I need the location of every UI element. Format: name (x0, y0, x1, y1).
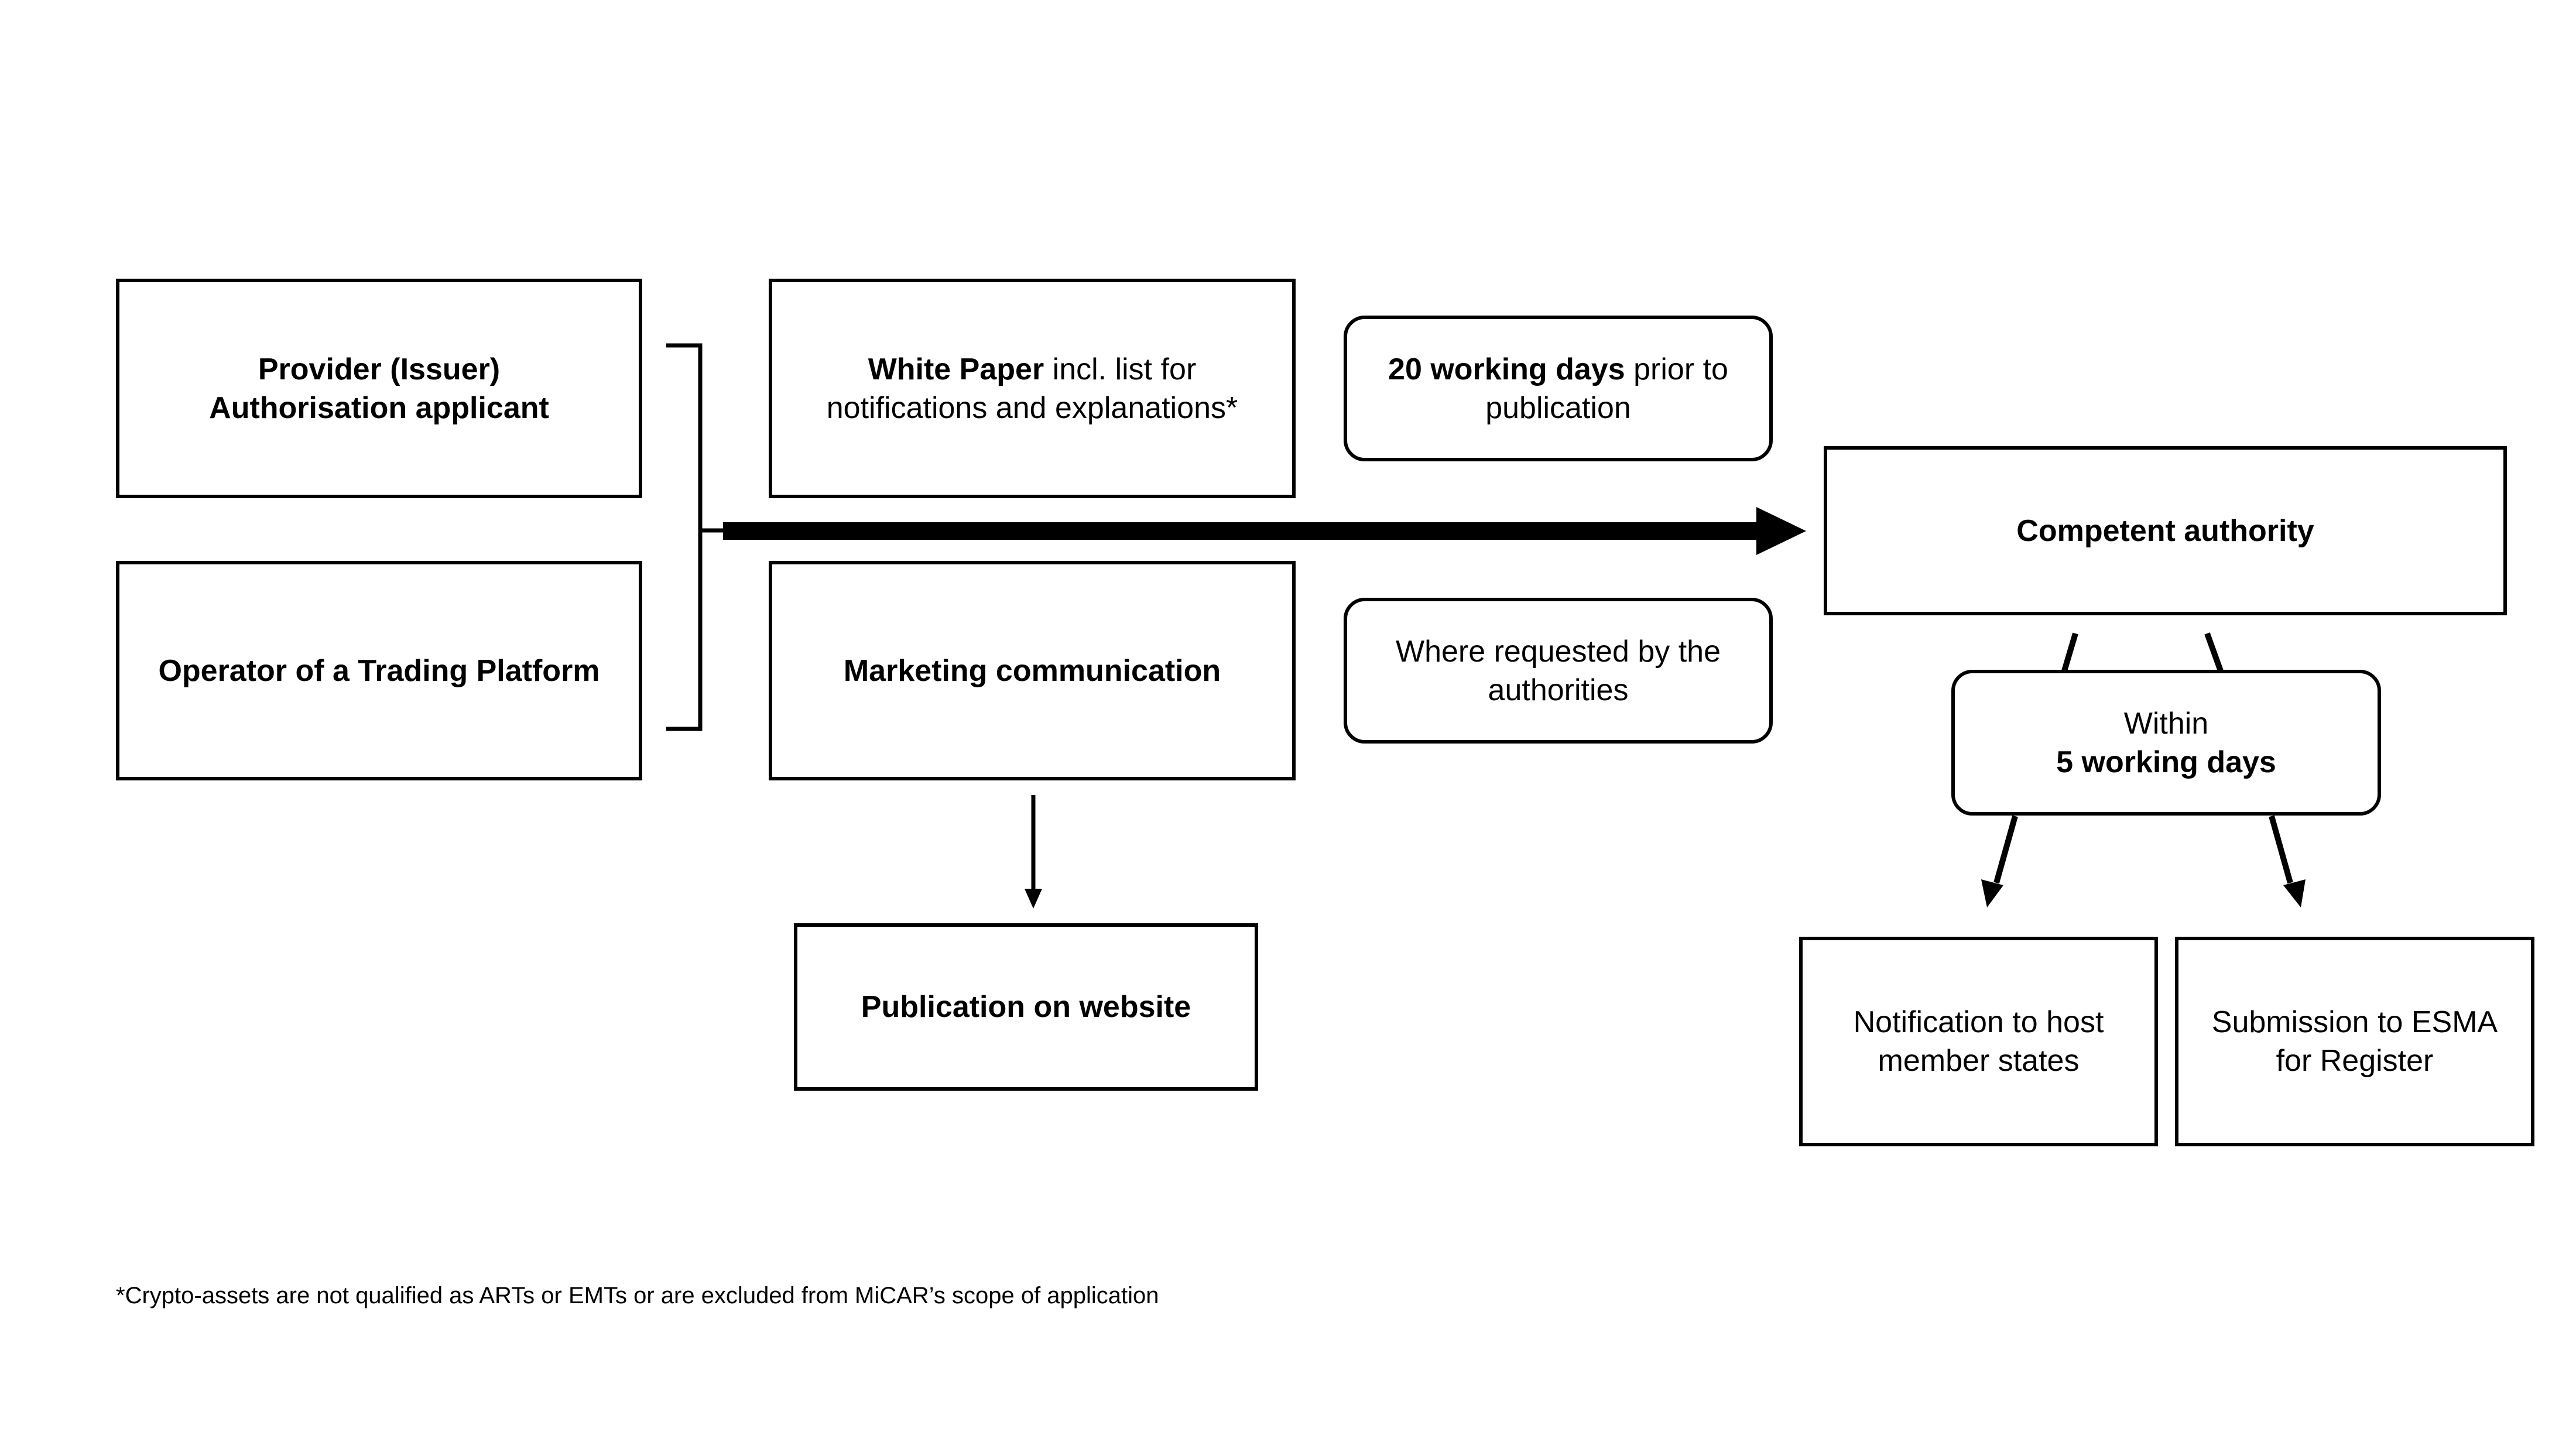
right-branch-top (2204, 632, 2224, 672)
publication-arrow-head (1025, 889, 1042, 909)
submission-text-2: for Register (2276, 1044, 2434, 1078)
competent-authority-label: Competent authority (2016, 513, 2314, 548)
bracket-connector (666, 343, 703, 731)
requested-text-1: Where requested by the (1396, 634, 1721, 669)
left-branch-arrow-head (1981, 879, 2003, 907)
white-paper-text-1: incl. list for (1044, 352, 1197, 386)
main-arrow-head (1756, 507, 1806, 555)
white-paper-text-2: notifications and explanations* (826, 390, 1238, 425)
right-branch-arrow-head (2283, 879, 2306, 907)
notification-text-1: Notification to host (1853, 1005, 2104, 1039)
deadline-20-bold: 20 working days (1388, 352, 1625, 386)
left-branch-bottom (1993, 815, 2018, 884)
deadline-20-text-2: publication (1485, 390, 1631, 425)
deadline-20-box: 20 working days prior to publication (1344, 316, 1773, 461)
notification-text-2: member states (1878, 1044, 2080, 1078)
deadline-20-text-1: prior to (1625, 352, 1728, 386)
publication-box: Publication on website (794, 923, 1258, 1091)
competent-authority-box: Competent authority (1824, 446, 2507, 615)
white-paper-box: White Paper incl. list for notifications… (769, 279, 1296, 498)
notification-box: Notification to host member states (1799, 937, 2158, 1146)
provider-title: Provider (Issuer) (258, 352, 501, 386)
publication-label: Publication on website (861, 990, 1191, 1024)
requested-box: Where requested by the authorities (1344, 598, 1773, 744)
provider-subtitle: Authorisation applicant (209, 390, 549, 425)
footnote: *Crypto-assets are not qualified as ARTs… (116, 1283, 1159, 1308)
main-arrow-shaft (723, 522, 1762, 540)
white-paper-title: White Paper (868, 352, 1044, 386)
within-text: Within (2123, 706, 2209, 741)
left-branch-top (2061, 632, 2078, 672)
within-deadline: 5 working days (2056, 745, 2276, 779)
requested-text-2: authorities (1488, 673, 1629, 707)
marketing-box: Marketing communication (769, 561, 1296, 780)
operator-box: Operator of a Trading Platform (116, 561, 642, 780)
within-box: Within 5 working days (1951, 670, 2381, 816)
submission-box: Submission to ESMA for Register (2175, 937, 2534, 1146)
marketing-label: Marketing communication (843, 653, 1221, 688)
operator-label: Operator of a Trading Platform (158, 653, 600, 688)
provider-box: Provider (Issuer) Authorisation applican… (116, 279, 642, 498)
right-branch-bottom (2269, 815, 2293, 884)
submission-text-1: Submission to ESMA (2211, 1005, 2498, 1039)
